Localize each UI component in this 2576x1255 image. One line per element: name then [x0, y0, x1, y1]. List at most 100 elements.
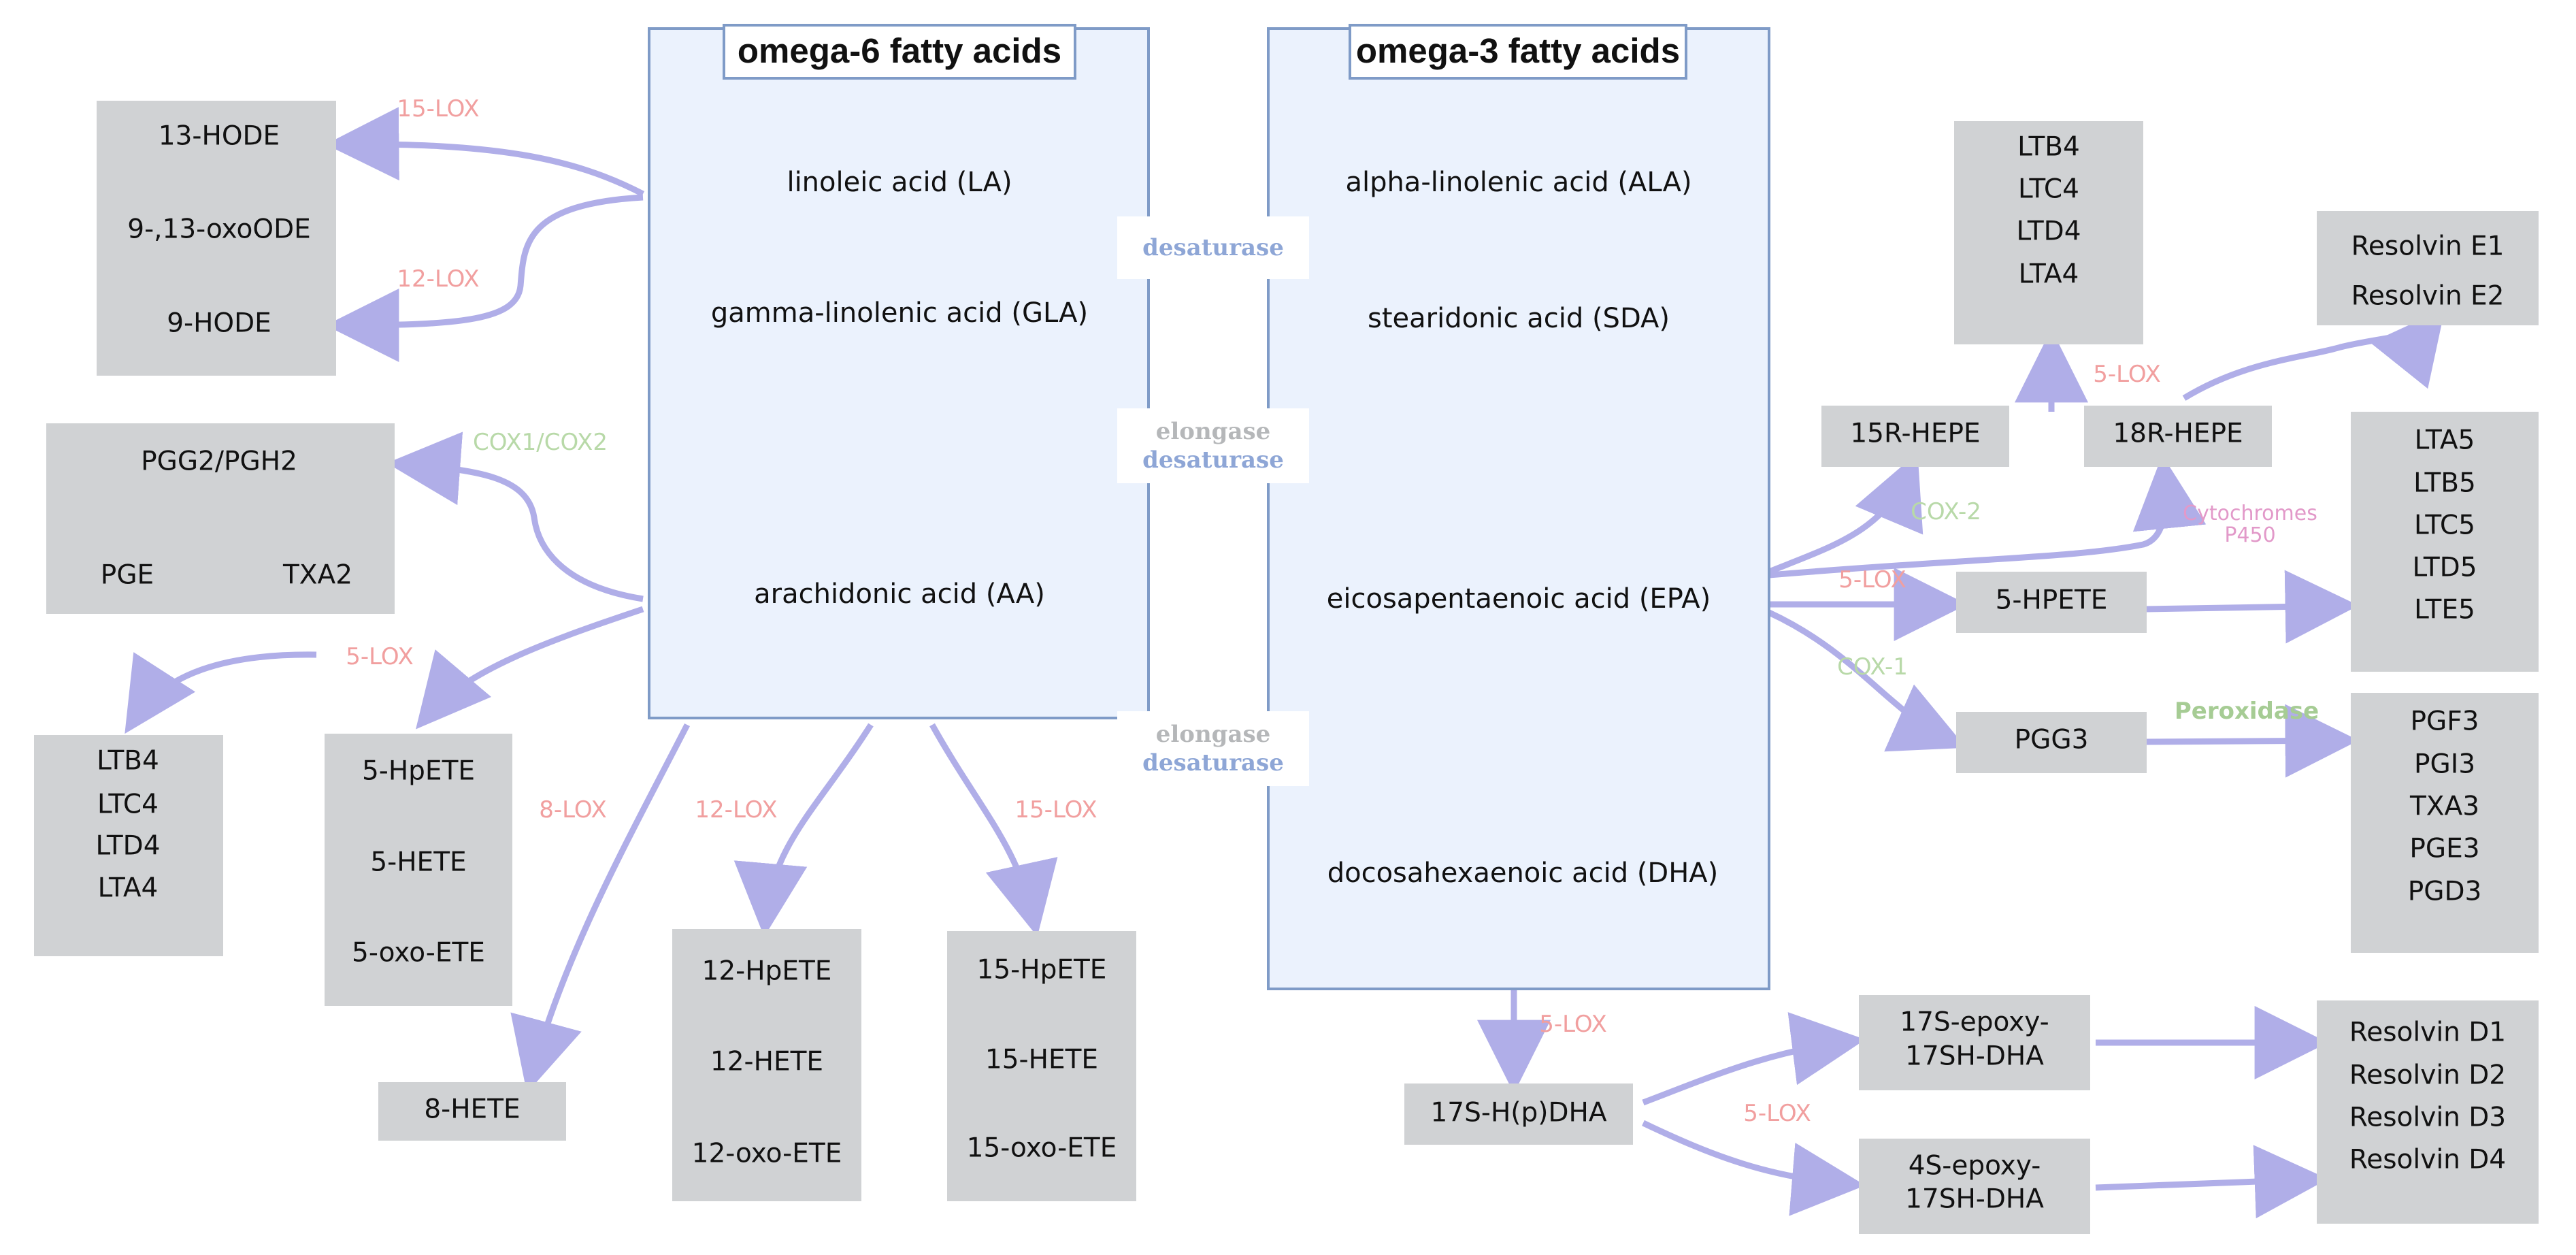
- hete5: 5-HETE: [370, 847, 467, 878]
- cox2-label: COX-2: [1911, 498, 1981, 525]
- pgg2-pgh2: PGG2/PGH2: [141, 446, 297, 477]
- ltd4: LTD4: [95, 830, 161, 862]
- dha-label: docosahexaenoic acid (DHA): [1327, 858, 1719, 889]
- pgg2-box: [46, 423, 395, 614]
- pgg3: PGG3: [2014, 724, 2089, 755]
- pgi3: PGI3: [2413, 749, 2476, 780]
- lta5: LTA5: [2414, 425, 2475, 456]
- hepe15r: 15R-HEPE: [1850, 418, 1981, 449]
- arrow-17s-17sepoxy: [1642, 1012, 1866, 1106]
- lox5-epa-label: 5-LOX: [1838, 566, 1906, 593]
- oxoete5: 5-oxo-ETE: [352, 937, 485, 968]
- resolvin-d3: Resolvin D3: [2349, 1102, 2507, 1133]
- hpete12-box: [672, 929, 861, 1201]
- lta4: LTA4: [97, 873, 159, 904]
- lox5-dha-label: 5-LOX: [1539, 1011, 1607, 1038]
- epoxy17s-line2: 17SH-DHA: [1905, 1041, 2044, 1072]
- pge3: PGE3: [2409, 833, 2480, 864]
- resolvin-e2: Resolvin E2: [2351, 280, 2505, 312]
- epoxy17s-line1: 17S-epoxy-: [1900, 1007, 2049, 1038]
- hpete12: 12-HpETE: [701, 956, 832, 987]
- lte5: LTE5: [2414, 594, 2475, 625]
- hete12: 12-HETE: [710, 1046, 824, 1077]
- peroxidase-label: Peroxidase: [2174, 698, 2319, 725]
- lox8-label: 8-LOX: [539, 796, 607, 824]
- oxoete15: 15-oxo-ETE: [966, 1132, 1117, 1164]
- elongase-label: elongase: [1155, 721, 1271, 748]
- txa3: TXA3: [2409, 791, 2480, 822]
- ltb4: LTB4: [2017, 131, 2080, 163]
- ltd4: LTD4: [2016, 216, 2081, 247]
- lox12-bottom-label: 12-LOX: [695, 796, 778, 824]
- resolvin-d-box: [2317, 1000, 2539, 1224]
- pge: PGE: [100, 559, 154, 591]
- arrow-5hpete-lta5: [2146, 570, 2359, 644]
- epoxy17s-box: [1859, 995, 2090, 1090]
- arrow-5lox-hpete: [416, 606, 644, 730]
- arrow-pgg3-pgf3: [2146, 704, 2359, 778]
- arrow-4sepoxy-rd: [2095, 1145, 2328, 1219]
- desaturase-label: desaturase: [1142, 749, 1284, 777]
- hpete5-epa-box: [1956, 572, 2147, 633]
- aa-label: arachidonic acid (AA): [754, 578, 1045, 610]
- hete15: 15-HETE: [985, 1044, 1099, 1075]
- lta4: LTA4: [2018, 259, 2079, 290]
- omega6-panel: [648, 27, 1150, 719]
- resolvin-d2: Resolvin D2: [2349, 1060, 2507, 1091]
- oxoete12: 12-oxo-ETE: [691, 1138, 842, 1169]
- epoxy4s-box: [1859, 1139, 2090, 1234]
- lox15-top-label: 15-LOX: [397, 95, 480, 123]
- hpete5: 5-HpETE: [361, 755, 476, 787]
- hpete5-box: [325, 734, 512, 1006]
- hepe18r-box: [2084, 406, 2272, 467]
- h17s-box: [1404, 1083, 1633, 1145]
- hete8-box: [378, 1082, 566, 1141]
- desaturase-label: desaturase: [1142, 234, 1284, 261]
- hete8: 8-HETE: [424, 1094, 521, 1125]
- cytochromes-label: Cytochromes: [2183, 502, 2317, 525]
- lox5-left-label: 5-LOX: [346, 643, 414, 670]
- hode-9: 9-HODE: [167, 308, 271, 339]
- ltc4: LTC4: [97, 789, 159, 820]
- cox1-cox2-label: COX1/COX2: [473, 429, 608, 456]
- resolvin-d4: Resolvin D4: [2349, 1144, 2507, 1175]
- txa2: TXA2: [282, 559, 353, 591]
- arrow-cox-pgg2: [386, 431, 644, 602]
- ala-label: alpha-linolenic acid (ALA): [1345, 167, 1692, 198]
- hode-box: [97, 101, 336, 376]
- lox12-top-label: 12-LOX: [397, 265, 480, 293]
- epa-label: eicosapentaenoic acid (EPA): [1326, 583, 1711, 615]
- lox5-17s-label: 5-LOX: [1743, 1100, 1811, 1127]
- ltb-right-box: [1954, 121, 2143, 344]
- oxoode: 9-,13-oxoODE: [127, 214, 311, 245]
- h17s-dha: 17S-H(p)DHA: [1430, 1097, 1607, 1128]
- arrow-8lox: [510, 723, 691, 1093]
- omega6-title: omega-6 fatty acids: [723, 24, 1076, 80]
- elongase-desaturase-box-2: elongase desaturase: [1117, 711, 1309, 786]
- arrow-15lox-top: [325, 107, 645, 197]
- hpete15-box: [947, 931, 1136, 1201]
- hepe18r: 18R-HEPE: [2113, 418, 2243, 449]
- ltc5: LTC5: [2414, 510, 2475, 541]
- omega3-panel: [1267, 27, 1770, 990]
- lox15-bottom-label: 15-LOX: [1014, 796, 1097, 824]
- resolvin-e1: Resolvin E1: [2351, 231, 2505, 262]
- epoxy4s-line1: 4S-epoxy-: [1908, 1150, 2041, 1181]
- elongase-desaturase-box-1: elongase desaturase: [1117, 408, 1309, 483]
- arrow-cox2: [1768, 453, 1923, 575]
- lox5-hepe-label: 5-LOX: [2093, 361, 2161, 388]
- hpete5-epa: 5-HPETE: [1995, 585, 2108, 616]
- desaturase-box-1: desaturase: [1117, 216, 1309, 279]
- resolvin-d1: Resolvin D1: [2349, 1017, 2507, 1048]
- arrow-5lox-ltb: [125, 651, 317, 734]
- ltd5: LTD5: [2412, 552, 2477, 583]
- ltc4: LTC4: [2018, 174, 2079, 205]
- epoxy4s-line2: 17SH-DHA: [1905, 1184, 2044, 1215]
- elongase-label: elongase: [1155, 418, 1271, 445]
- arrow-17s-4sepoxy: [1642, 1120, 1866, 1216]
- arrow-18r-resolvin-e: [2182, 308, 2445, 401]
- pgd3: PGD3: [2407, 876, 2482, 907]
- ltb5: LTB5: [2413, 468, 2476, 499]
- ltb-left-box: [34, 735, 223, 956]
